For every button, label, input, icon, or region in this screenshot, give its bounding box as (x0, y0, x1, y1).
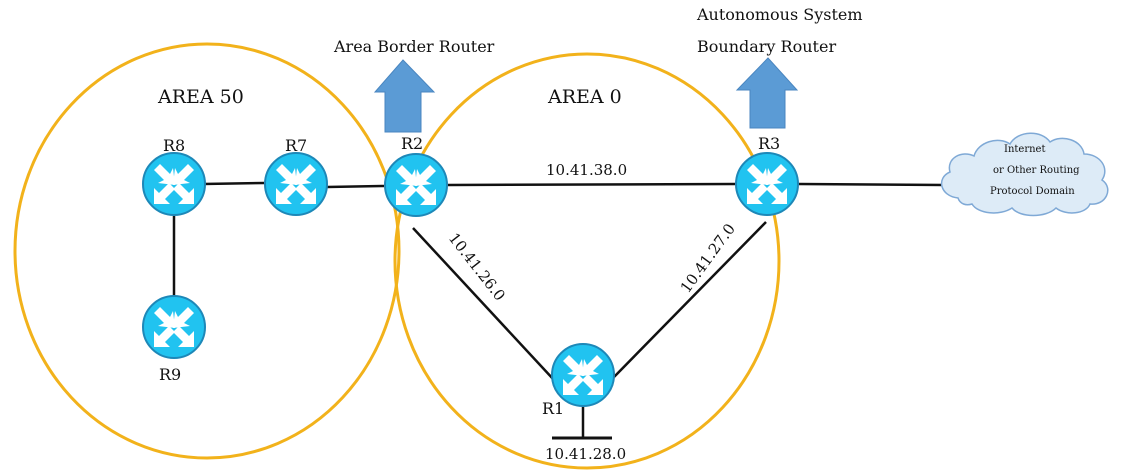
router-r3-icon[interactable] (735, 152, 799, 216)
area-0-label: AREA 0 (547, 86, 622, 108)
router-r2-label: R2 (401, 134, 423, 153)
abr-caption: Area Border Router (333, 37, 495, 56)
area-0-ring (393, 52, 781, 470)
cloud-label-line1: Internet (1004, 144, 1045, 155)
network-r2-r3-label: 10.41.38.0 (546, 161, 627, 179)
link-r8-r7 (202, 181, 265, 186)
router-r7-icon[interactable] (264, 152, 328, 216)
link-r2-r3 (447, 182, 736, 187)
link-r3-r1 (613, 221, 767, 378)
asbr-caption-line2: Boundary Router (697, 37, 836, 56)
router-r1-label: R1 (542, 399, 564, 418)
network-r2-r1-label: 10.41.26.0 (445, 229, 509, 304)
internet-cloud-icon (940, 132, 1109, 217)
area-50-label: AREA 50 (157, 86, 244, 108)
asbr-up-arrow-icon (735, 57, 799, 129)
router-r7-label: R7 (285, 136, 307, 155)
router-r9-icon[interactable] (142, 295, 206, 359)
network-r1-stub-label: 10.41.28.0 (545, 445, 626, 463)
cloud-label-line3: Protocol Domain (990, 186, 1075, 197)
cloud-label-line2: or Other Routing (993, 165, 1080, 176)
link-r2-r1 (412, 227, 555, 381)
router-r3-label: R3 (758, 134, 780, 153)
router-r9-label: R9 (159, 365, 181, 384)
abr-up-arrow-icon (373, 59, 436, 133)
link-r3-cloud (798, 182, 945, 187)
router-r8-label: R8 (163, 136, 185, 155)
area-50-ring (13, 42, 401, 460)
asbr-caption-line1: Autonomous System (696, 5, 863, 24)
router-r1-icon[interactable] (551, 343, 615, 407)
router-r2-icon[interactable] (384, 153, 448, 217)
router-r8-icon[interactable] (142, 152, 206, 216)
links (172, 181, 945, 440)
link-r7-r2 (326, 184, 385, 189)
